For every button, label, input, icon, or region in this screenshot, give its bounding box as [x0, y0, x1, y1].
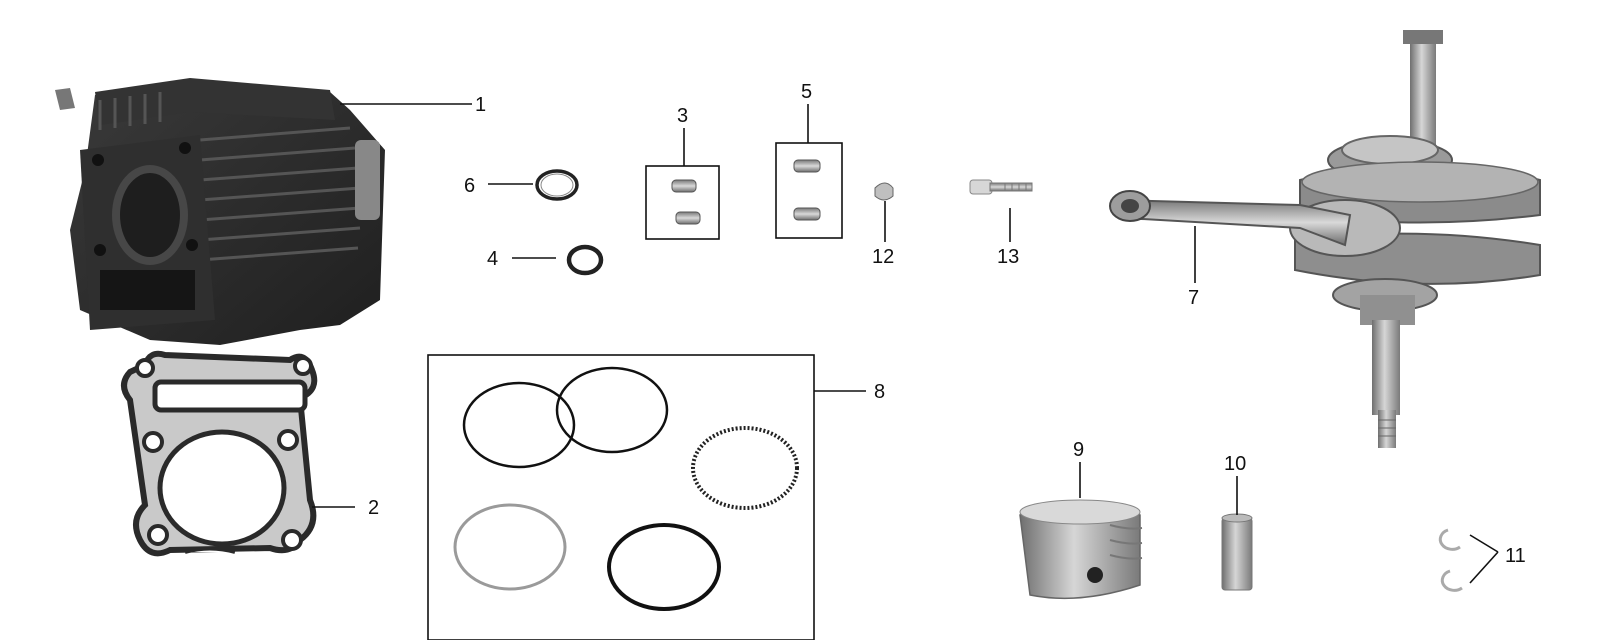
callout-1: 1	[475, 94, 486, 116]
callout-12: 12	[872, 246, 894, 268]
stud-bolt	[969, 179, 1033, 195]
callout-5: 5	[801, 81, 812, 103]
callout-9: 9	[1073, 439, 1084, 461]
dowel-pins-pair	[775, 142, 843, 239]
callout-13: 13	[997, 246, 1019, 268]
callout-10: 10	[1224, 453, 1246, 475]
callout-8: 8	[874, 381, 885, 403]
callout-2: 2	[368, 497, 379, 519]
dowel-pins-pair	[645, 165, 720, 240]
piston-pin-circlips	[1438, 528, 1463, 592]
piston-ring-set	[427, 354, 815, 640]
cylinder-base-gasket	[121, 350, 318, 557]
callout-4: 4	[487, 248, 498, 270]
cylinder-block	[55, 78, 385, 345]
o-ring-large	[535, 169, 579, 201]
crankshaft-connecting-rod-assembly	[1109, 30, 1541, 448]
o-ring-small	[566, 244, 604, 276]
piston-pin	[1221, 513, 1253, 591]
callout-7: 7	[1188, 287, 1199, 309]
leader-lines	[312, 103, 1499, 584]
piston	[1019, 499, 1143, 600]
callout-11: 11	[1505, 545, 1526, 567]
callout-3: 3	[677, 105, 688, 127]
woodruff-key	[874, 182, 894, 201]
callout-6: 6	[464, 175, 475, 197]
